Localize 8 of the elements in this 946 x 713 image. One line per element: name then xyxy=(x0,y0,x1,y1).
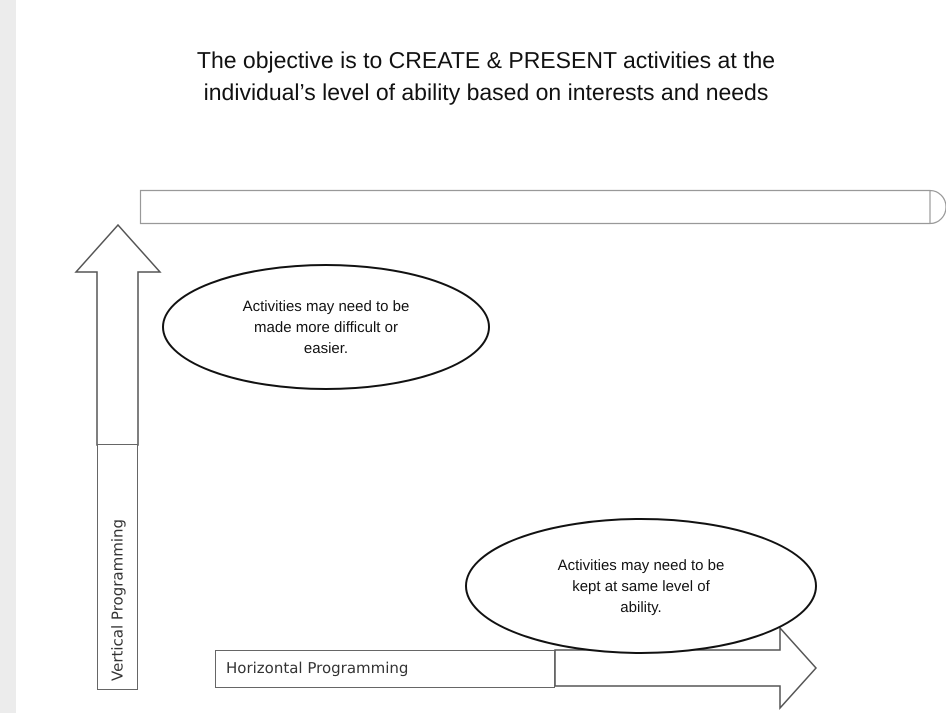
block-arrow xyxy=(554,626,817,710)
callout-ellipse: Activities may need to be made more difficult or easier. xyxy=(162,264,490,390)
title: The objective is to CREATE & PRESENT activities at the individual’s level of ability based on interests and needs xyxy=(196,46,776,107)
axis-label-box: Vertical Programming xyxy=(97,444,138,690)
block-arrow xyxy=(74,224,162,446)
axis-label-box: Horizontal Programming xyxy=(215,650,555,688)
bar-shape xyxy=(140,190,946,224)
callout-ellipse: Activities may need to be kept at same level of ability. xyxy=(465,518,817,654)
